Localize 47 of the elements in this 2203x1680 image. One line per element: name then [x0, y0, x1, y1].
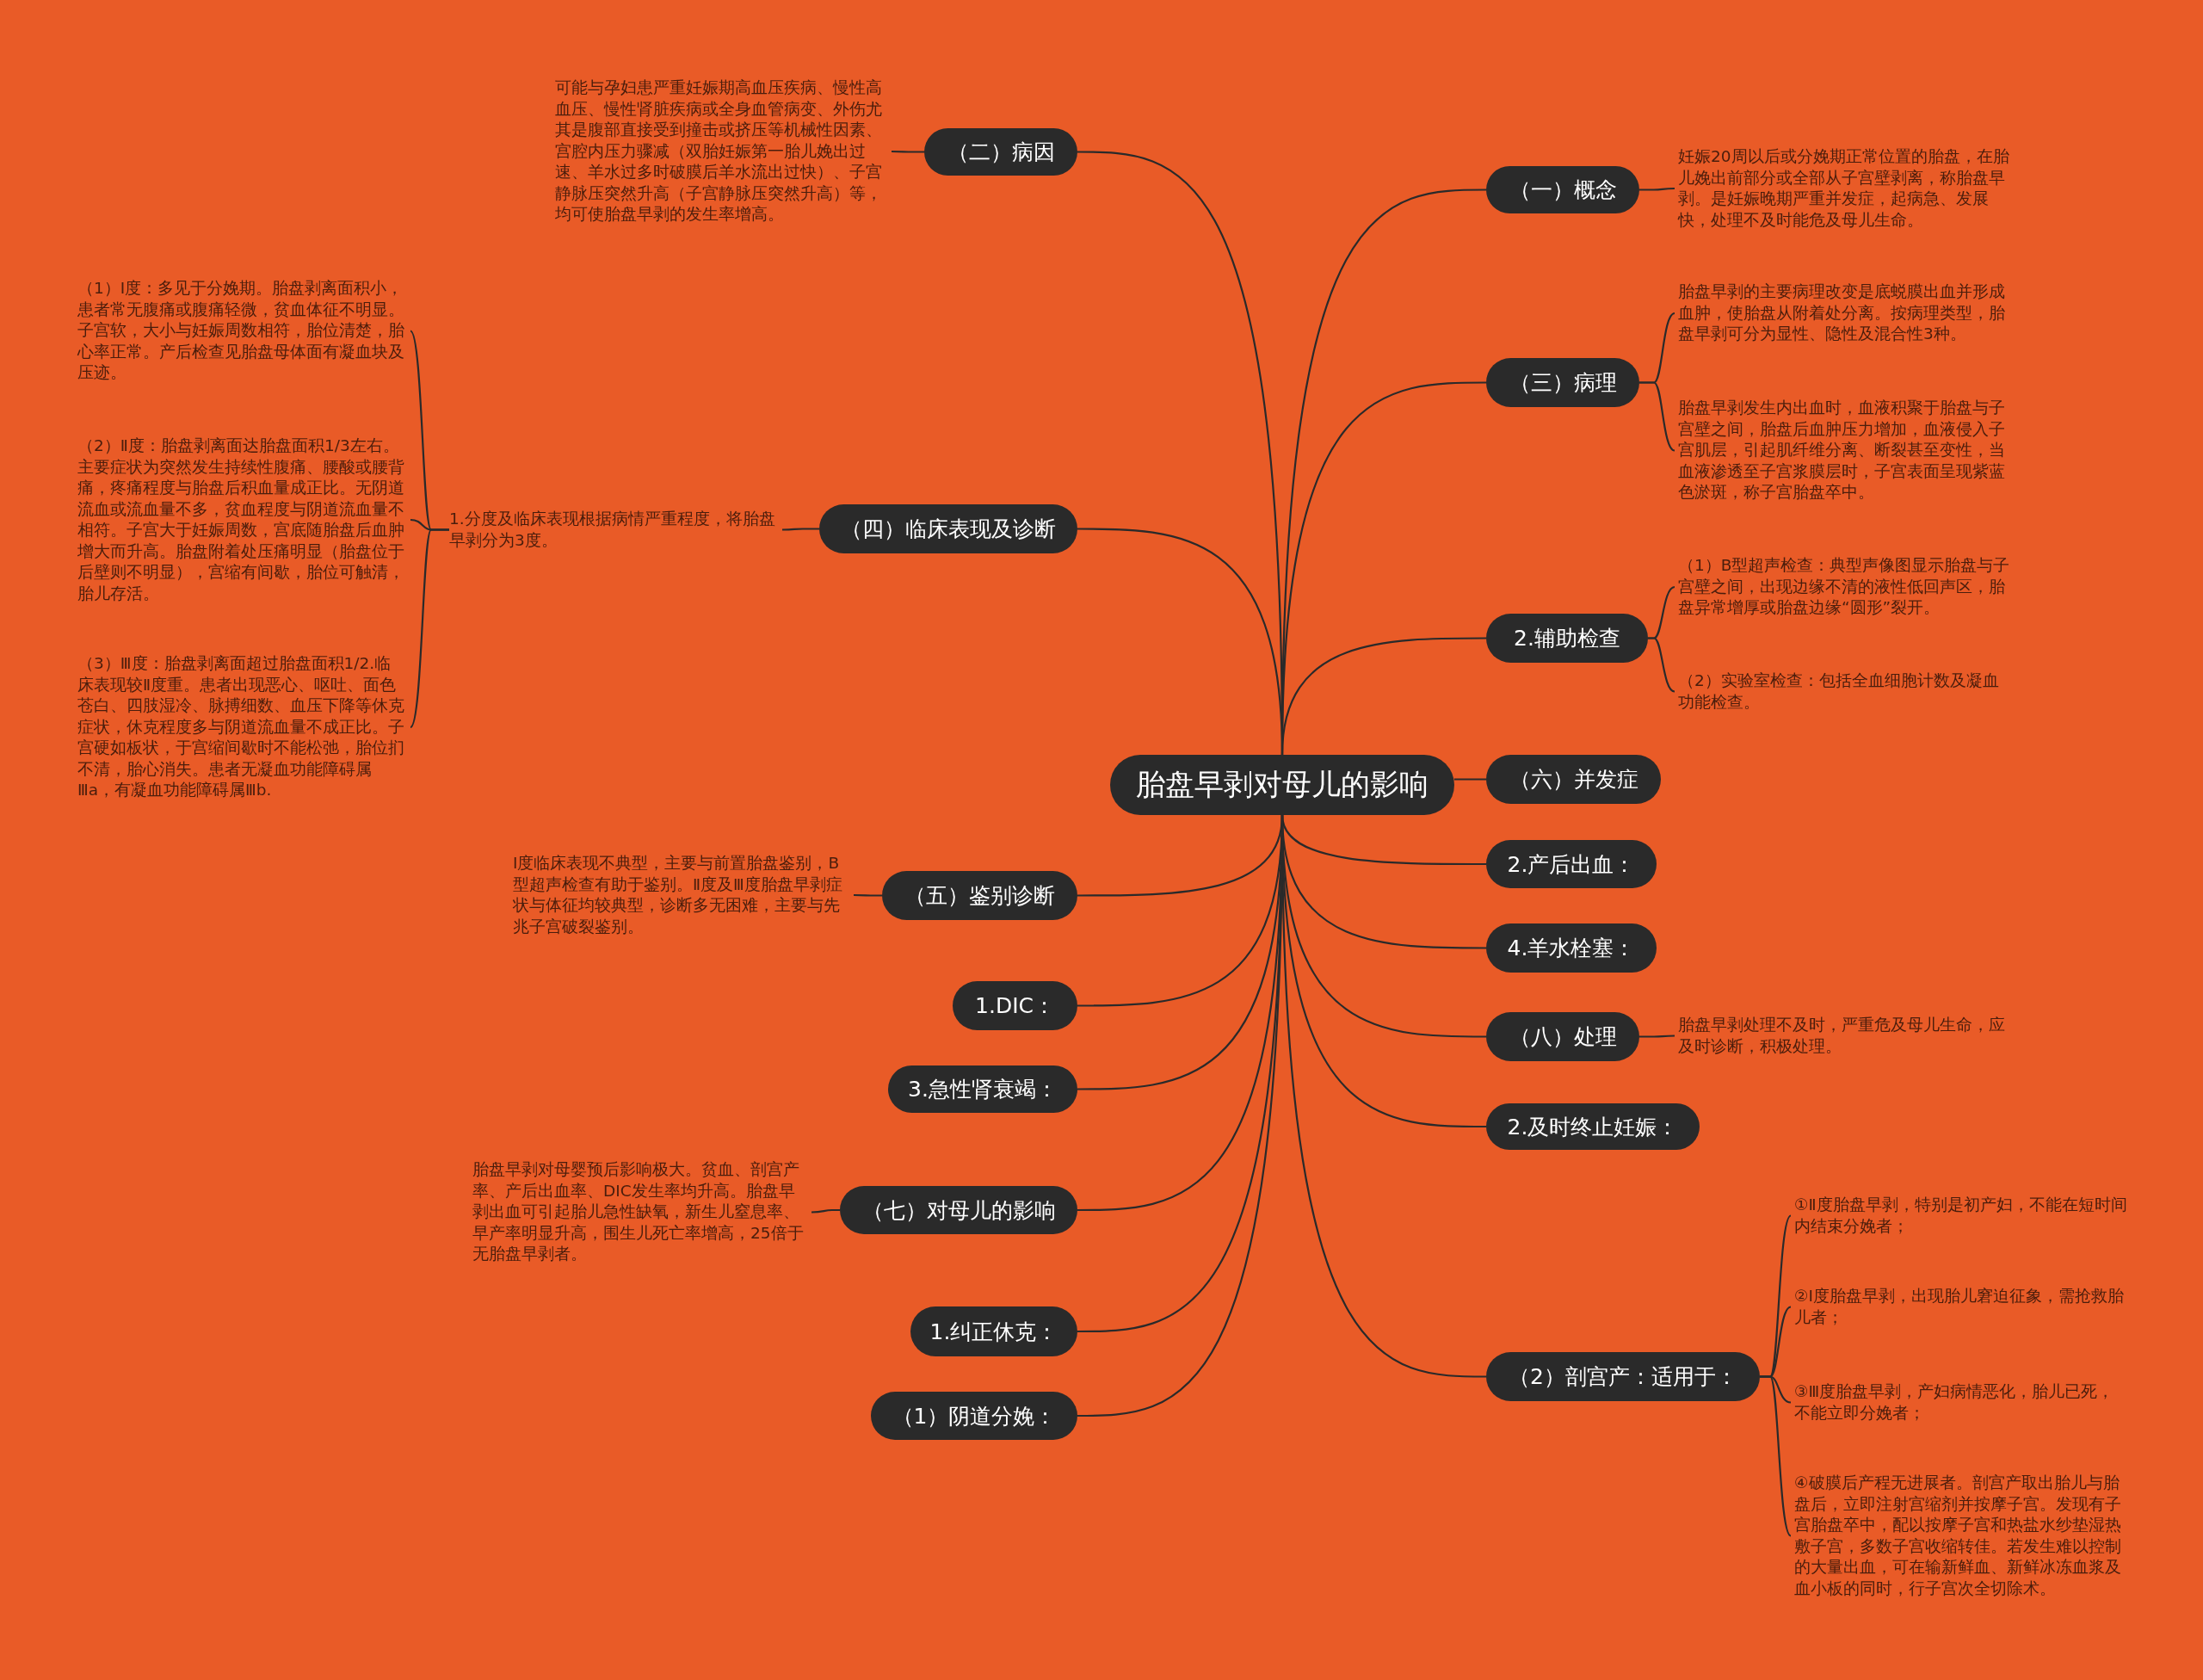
- topic-pill: （八）处理: [1486, 1012, 1639, 1061]
- central-topic: 胎盘早剥对母儿的影响: [1110, 755, 1454, 815]
- note-text: Ⅰ度临床表现不典型，主要与前置胎盘鉴别，B型超声检查有助于鉴别。Ⅱ度及Ⅲ度胎盘早剥症状与体征均较典型，诊断多无困难，主要与先兆子宫破裂鉴别。: [513, 853, 850, 937]
- note-text: ①Ⅱ度胎盘早剥，特别是初产妇，不能在短时间内结束分娩者；: [1794, 1195, 2130, 1237]
- note-text: （1）Ⅰ度：多见于分娩期。胎盘剥离面积小，患者常无腹痛或腹痛轻微，贫血体征不明显。子宫软，大小与妊娠周数相符，胎位清楚，胎心率正常。产后检查见胎盘母体面有凝血块及压迹。: [77, 278, 407, 384]
- topic-pill: （五）鉴别诊断: [882, 871, 1077, 920]
- topic-pill: （三）病理: [1486, 358, 1639, 407]
- topic-pill: （四）临床表现及诊断: [819, 504, 1077, 553]
- topic-pill: （六）并发症: [1486, 755, 1661, 804]
- connector-line: [410, 528, 449, 728]
- topic-pill: （七）对母儿的影响: [840, 1186, 1077, 1234]
- note-text: （3）Ⅲ度：胎盘剥离面超过胎盘面积1/2.临床表现较Ⅱ度重。患者出现恶心、呕吐、面色苍白、四肢湿冷、脉搏细数、血压下降等休克症状，休克程度多与阴道流血量不成正比。子宫硬如板状，于宫缩间歇时不能松弛，胎位扪不清，胎心消失。患者无凝血功能障碍属Ⅲa，有凝血功能障碍属Ⅲb.: [77, 653, 407, 801]
- connector-line: [1077, 528, 1284, 756]
- note-text: （1）B型超声检查：典型声像图显示胎盘与子宫壁之间，出现边缘不清的液性低回声区，胎盘异常增厚或胎盘边缘“圆形”裂开。: [1678, 555, 2014, 619]
- connector-line: [1639, 1035, 1675, 1038]
- topic-pill: 2.产后出血：: [1486, 840, 1657, 888]
- note-text: ③Ⅲ度胎盘早剥，产妇病情恶化，胎儿已死，不能立即分娩者；: [1794, 1381, 2130, 1424]
- note-text: 胎盘早剥的主要病理改变是底蜕膜出血并形成血肿，使胎盘从附着处分离。按病理类型，胎盘早剥可分为显性、隐性及混合性3种。: [1678, 281, 2014, 345]
- connector-line: [782, 528, 819, 531]
- note-text: 妊娠20周以后或分娩期正常位置的胎盘，在胎儿娩出前部分或全部从子宫壁剥离，称胎盘早剥。是妊娠晚期严重并发症，起病急、发展快，处理不及时能危及母儿生命。: [1678, 146, 2014, 231]
- topic-pill: 4.羊水栓塞：: [1486, 923, 1657, 973]
- connector-line: [1454, 778, 1486, 781]
- topic-pill: 2.及时终止妊娠：: [1486, 1103, 1700, 1150]
- connector-line: [1639, 381, 1675, 452]
- note-text: ②Ⅰ度胎盘早剥，出现胎儿窘迫征象，需抢救胎儿者；: [1794, 1286, 2130, 1328]
- topic-pill: 1.DIC：: [953, 981, 1077, 1030]
- note-text: （2）Ⅱ度：胎盘剥离面达胎盘面积1/3左右。主要症状为突然发生持续性腹痛、腰酸或腰背痛，疼痛程度与胎盘后积血量成正比。无阴道流血或流血量不多，贫血程度与阴道流血量不相符。子宫大于妊娠周数，宫底随胎盘后血肿增大而升高。胎盘附着处压痛明显（胎盘位于后壁则不明显），宫缩有间歇，胎位可触清，胎儿存活。: [77, 435, 407, 604]
- topic-pill: 3.急性肾衰竭：: [888, 1065, 1077, 1113]
- note-text: 1.分度及临床表现根据病情严重程度，将胎盘早剥分为3度。: [449, 509, 779, 551]
- note-text: 可能与孕妇患严重妊娠期高血压疾病、慢性高血压、慢性肾脏疾病或全身血管病变、外伤尤其是腹部直接受到撞击或挤压等机械性因素、宫腔内压力骤减（双胎妊娠第一胎儿娩出过速、羊水过多时破膜后羊水流出过快）、子宫静脉压突然升高（子宫静脉压突然升高）等，均可使胎盘早剥的发生率增高。: [555, 77, 888, 225]
- connector-line: [1639, 187, 1675, 191]
- connector-line: [892, 150, 924, 153]
- note-text: 胎盘早剥发生内出血时，血液积聚于胎盘与子宫壁之间，胎盘后血肿压力增加，血液侵入子宫肌层，引起肌纤维分离、断裂甚至变性，当血液渗透至子宫浆膜层时，子宫表面呈现紫蓝色淤斑，称子宫胎盘卒中。: [1678, 398, 2014, 503]
- connector-line: [854, 893, 882, 897]
- connector-line: [811, 1208, 840, 1214]
- topic-pill: 2.辅助检查: [1486, 614, 1648, 663]
- connector-line: [1648, 637, 1675, 693]
- topic-pill: （一）概念: [1486, 166, 1639, 213]
- note-text: 胎盘早剥对母婴预后影响极大。贫血、剖宫产率、产后出血率、DIC发生率均升高。胎盘早剥出血可引起胎儿急性缺氧，新生儿窒息率、早产率明显升高，围生儿死亡率增高，25倍于无胎盘早剥者。: [472, 1159, 808, 1265]
- topic-pill: （2）剖宫产：适用于：: [1486, 1352, 1760, 1401]
- topic-pill: （1）阴道分娩：: [871, 1392, 1077, 1440]
- connector-line: [1760, 1375, 1792, 1537]
- topic-pill: （二）病因: [924, 128, 1077, 176]
- note-text: 胎盘早剥处理不及时，严重危及母儿生命，应及时诊断，积极处理。: [1678, 1015, 2014, 1057]
- topic-pill: 1.纠正休克：: [910, 1306, 1077, 1356]
- note-text: （2）实验室检查：包括全血细胞计数及凝血功能检查。: [1678, 670, 2014, 713]
- note-text: ④破膜后产程无进展者。剖宫产取出胎儿与胎盘后，立即注射宫缩剂并按摩子宫。发现有子宫胎盘卒中，配以按摩子宫和热盐水纱垫湿热敷子宫，多数子宫收缩转佳。若发生难以控制的大量出血，可在输新鲜血、新鲜冰冻血浆及血小板的同时，行子宫次全切除术。: [1794, 1473, 2130, 1599]
